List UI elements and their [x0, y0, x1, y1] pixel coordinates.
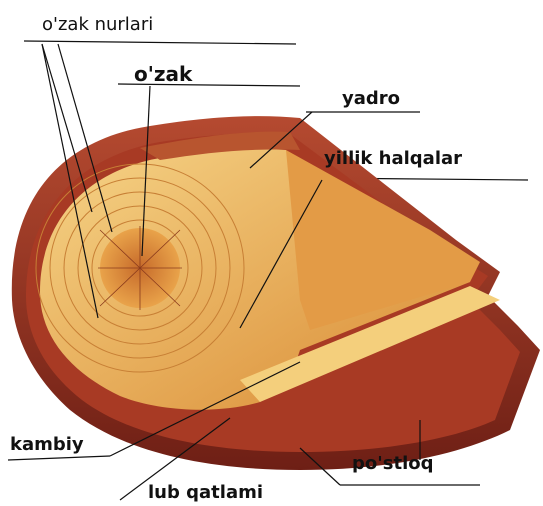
label-lub-qatlami: lub qatlami [148, 484, 263, 502]
label-ozak: o'zak [134, 64, 192, 84]
label-yillik-halqalar: yillik halqalar [324, 150, 462, 168]
label-yadro: yadro [342, 90, 400, 108]
label-kambiy: kambiy [10, 436, 84, 454]
label-ozak-nurlari: o'zak nurlari [42, 16, 153, 34]
label-postloq: po'stloq [352, 455, 434, 473]
